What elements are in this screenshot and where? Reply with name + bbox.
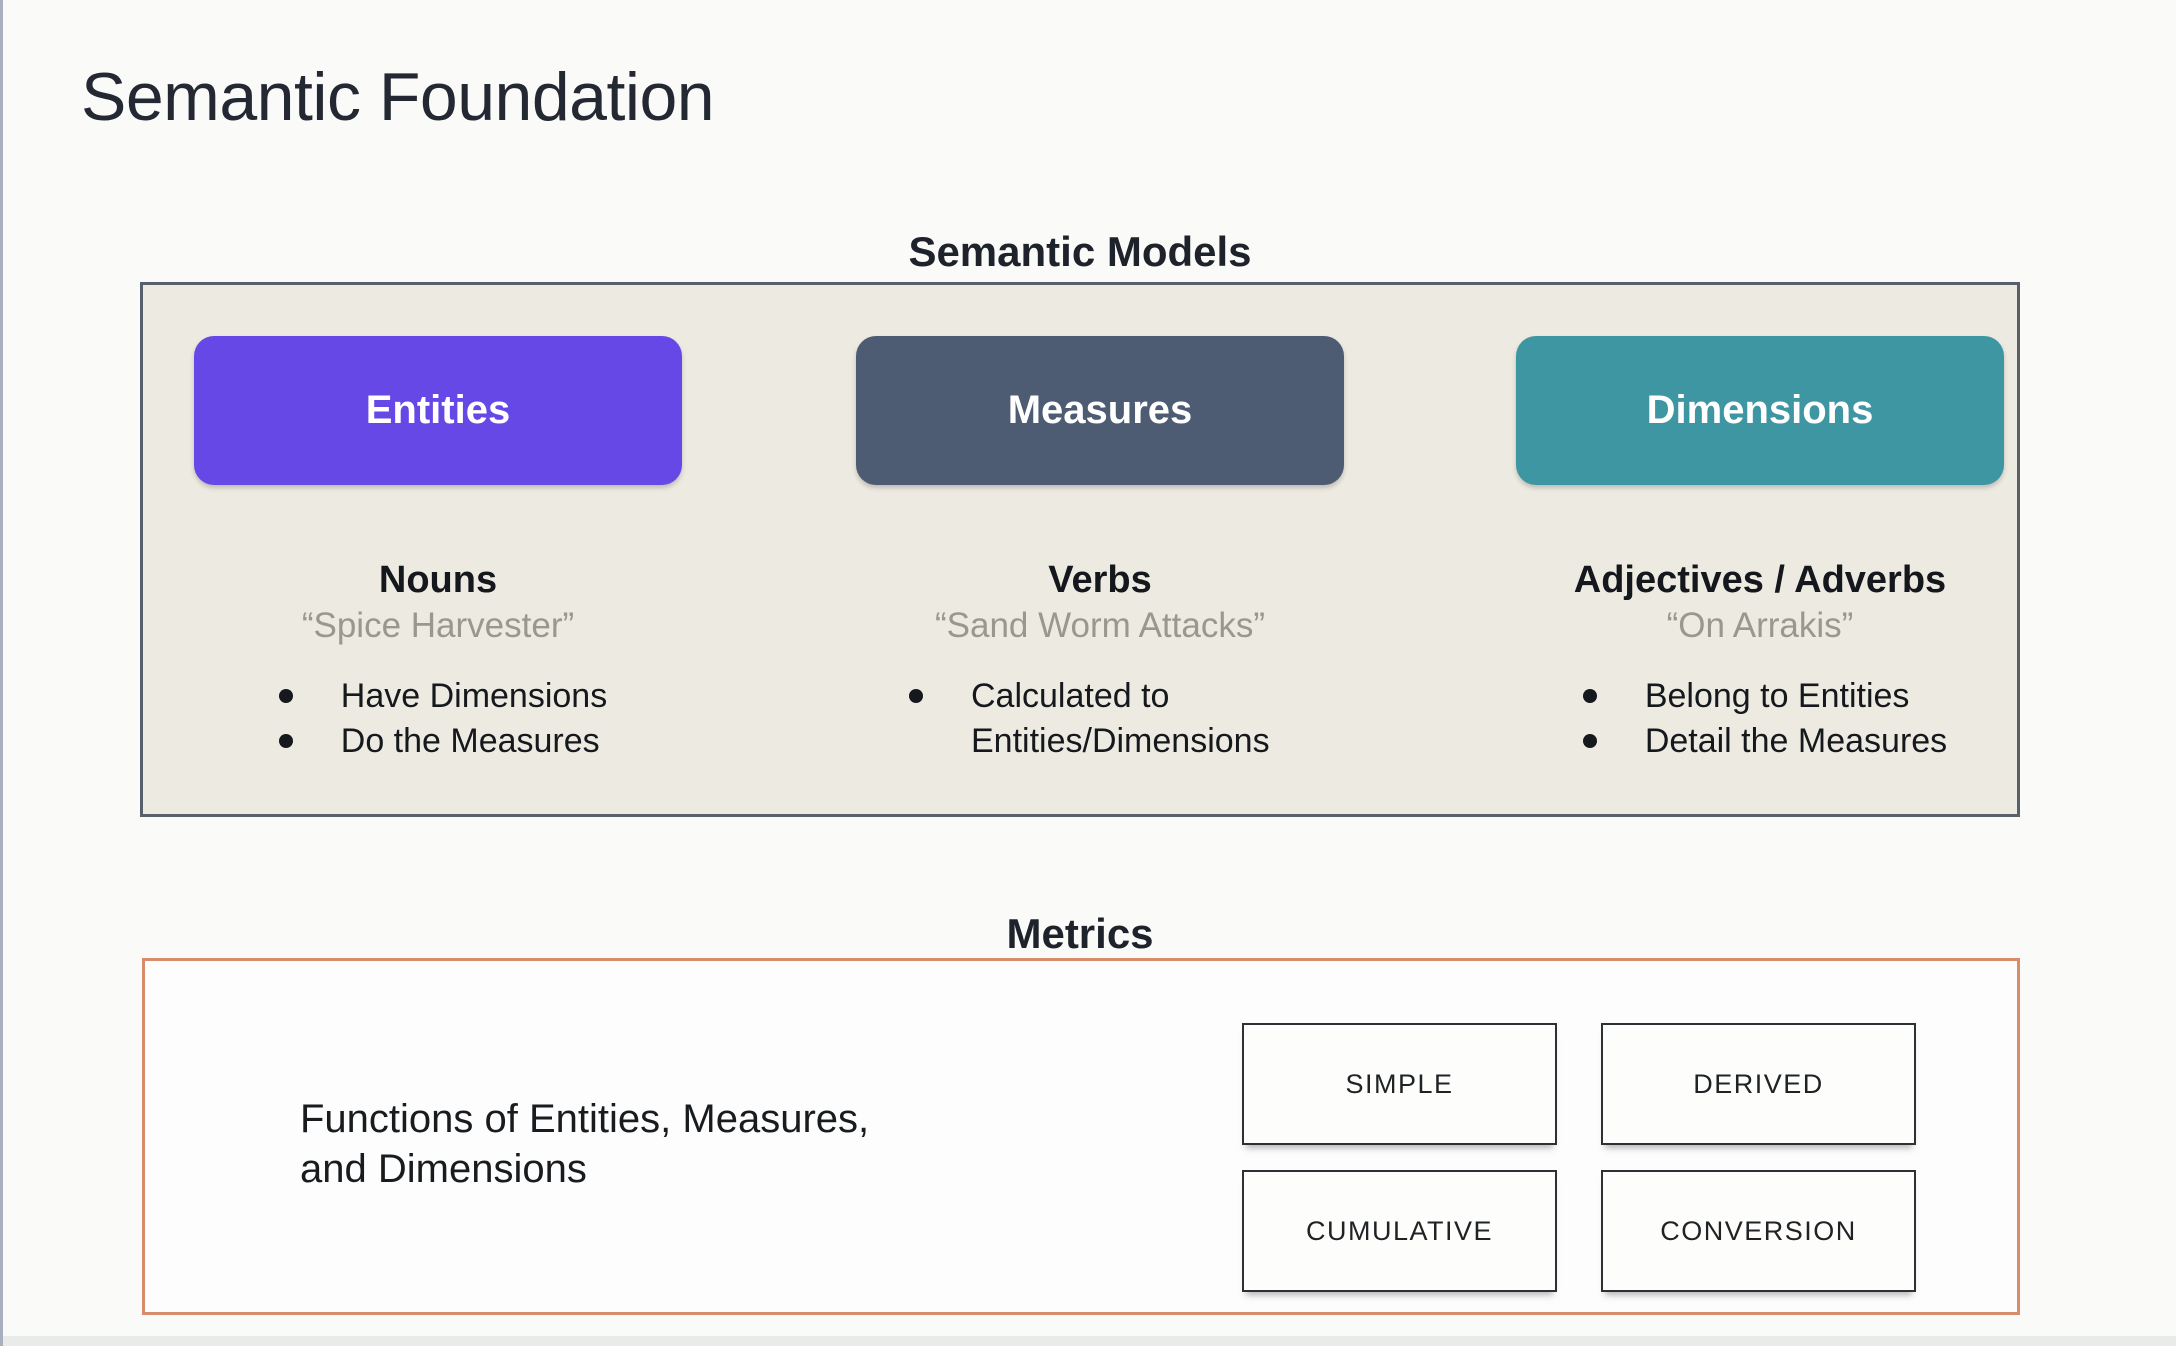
entities-pill: Entities (194, 336, 682, 485)
measures-role-heading: Verbs (1048, 559, 1152, 601)
metric-type-cumulative: CUMULATIVE (1242, 1170, 1557, 1292)
bullet-item: Have Dimensions (269, 674, 607, 719)
entities-role-heading: Nouns (378, 559, 498, 601)
semantic-models-heading: Semantic Models (908, 228, 1252, 275)
page-title: Semantic Foundation (81, 59, 715, 135)
bullet-item: Do the Measures (269, 719, 607, 764)
measures-pill: Measures (856, 336, 1344, 485)
metrics-description: Functions of Entities, Measures, and Dim… (300, 1097, 870, 1191)
dimensions-column: Dimensions Adjectives / Adverbs “On Arra… (1510, 336, 2010, 764)
measures-example-quote: “Sand Worm Attacks” (934, 606, 1265, 645)
metrics-panel: Functions of Entities, Measures, and Dim… (142, 958, 2020, 1315)
semantic-models-panel: Entities Nouns “Spice Harvester” Have Di… (140, 282, 2020, 817)
metrics-heading: Metrics (1006, 910, 1154, 957)
bullet-item: Calculated to Entities/Dimensions (899, 674, 1301, 764)
bullet-item: Detail the Measures (1573, 719, 1947, 764)
dimensions-role-heading: Adjectives / Adverbs (1573, 559, 1947, 601)
dimensions-bullet-list: Belong to Entities Detail the Measures (1573, 674, 1947, 764)
entities-example-quote: “Spice Harvester” (301, 606, 575, 645)
entities-bullet-list: Have Dimensions Do the Measures (269, 674, 607, 764)
metric-type-simple: SIMPLE (1242, 1023, 1557, 1145)
dimensions-pill: Dimensions (1516, 336, 2004, 485)
entities-pill-label: Entities (365, 388, 511, 432)
dimensions-example-quote: “On Arrakis” (1666, 606, 1854, 645)
measures-pill-label: Measures (1007, 388, 1193, 432)
metric-type-derived: DERIVED (1601, 1023, 1916, 1145)
measures-column: Measures Verbs “Sand Worm Attacks” Calcu… (850, 336, 1350, 764)
bullet-item: Belong to Entities (1573, 674, 1947, 719)
metric-type-conversion: CONVERSION (1601, 1170, 1916, 1292)
metric-types-grid: SIMPLE DERIVED CUMULATIVE CONVERSION (1242, 1023, 1916, 1292)
measures-bullet-list: Calculated to Entities/Dimensions (899, 674, 1301, 764)
entities-column: Entities Nouns “Spice Harvester” Have Di… (188, 336, 688, 764)
dimensions-pill-label: Dimensions (1646, 388, 1874, 432)
screen-bottom-edge (3, 1336, 2176, 1346)
